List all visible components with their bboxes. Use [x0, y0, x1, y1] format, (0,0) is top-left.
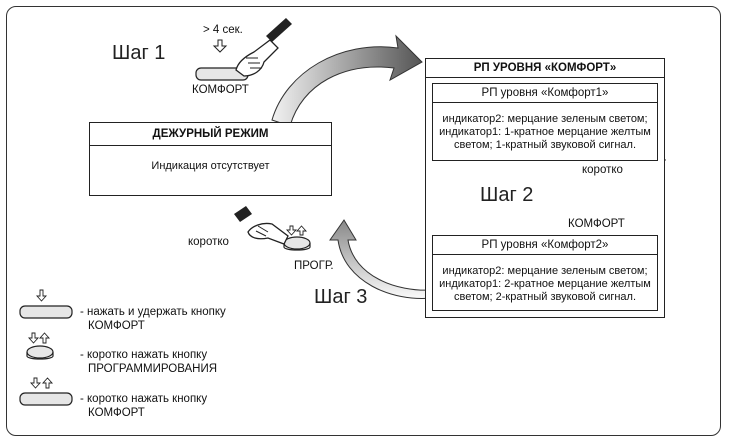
- comfort1-box: РП уровня «Комфорт1» индикатор2: мерцани…: [432, 83, 658, 161]
- comfort1-line: индикатор1: 1-кратное мерцание желтым: [439, 126, 651, 138]
- comfort2-line: индикатор2: мерцание зеленым светом;: [442, 265, 648, 277]
- program-button-label: ПРОГР.: [294, 260, 334, 272]
- comfort2-title: РП уровня «Комфорт2»: [433, 236, 657, 255]
- step2-short-label: коротко: [582, 164, 623, 176]
- step1-curved-arrow: [271, 34, 423, 127]
- hold-time-label: > 4 сек.: [203, 24, 243, 36]
- standby-mode-title: ДЕЖУРНЫЙ РЕЖИМ: [90, 123, 331, 146]
- legend-text: - коротко нажать кнопку: [80, 393, 208, 405]
- step1-button-label: КОМФОРТ: [192, 84, 249, 96]
- legend-item-program: - коротко нажать кнопку ПРОГРАММИРОВАНИЯ: [80, 348, 217, 376]
- step3-label: Шаг 3: [314, 286, 368, 308]
- program-button-icon: [283, 225, 311, 251]
- legend-item-hold: - нажать и удержать кнопку КОМФОРТ: [80, 305, 226, 333]
- comfort1-line: светом; 1-кратный звуковой сигнал.: [453, 139, 637, 151]
- standby-mode-box: ДЕЖУРНЫЙ РЕЖИМ Индикация отсутствует: [89, 122, 332, 196]
- comfort-button-press-icon: [19, 377, 73, 406]
- legend-text: КОМФОРТ: [88, 407, 145, 419]
- legend-text: ПРОГРАММИРОВАНИЯ: [88, 363, 218, 375]
- comfort-level-title: РП УРОВНЯ «КОМФОРТ»: [426, 59, 664, 78]
- legend-item-press: - коротко нажать кнопку КОМФОРТ: [80, 392, 207, 420]
- comfort1-title: РП уровня «Комфорт1»: [433, 84, 657, 103]
- step2-label: Шаг 2: [480, 184, 534, 206]
- comfort2-line: индикатор1: 2-кратное мерцание желтым: [439, 278, 651, 290]
- program-button-press-icon: [26, 332, 54, 360]
- comfort2-box: РП уровня «Комфорт2» индикатор2: мерцани…: [432, 235, 658, 311]
- step3-return-arrow: [329, 219, 433, 300]
- legend-text: - нажать и удержать кнопку: [80, 306, 226, 318]
- standby-mode-text: Индикация отсутствует: [151, 160, 270, 172]
- hand-icon: [235, 18, 292, 77]
- comfort-button-hold-icon: [19, 289, 73, 319]
- comfort2-line: светом; 2-кратный звуковой сигнал.: [453, 291, 637, 303]
- legend-text: - коротко нажать кнопку: [80, 349, 208, 361]
- comfort1-line: индикатор2: мерцание зеленым светом;: [442, 113, 648, 125]
- outer-frame: [6, 6, 721, 436]
- step1-comfort-button-icon: [195, 39, 249, 81]
- program-short-label: коротко: [188, 236, 229, 248]
- step1-label: Шаг 1: [112, 42, 166, 64]
- hand-icon: [234, 206, 289, 245]
- legend-text: КОМФОРТ: [88, 320, 145, 332]
- step2-button-label: КОМФОРТ: [568, 218, 625, 230]
